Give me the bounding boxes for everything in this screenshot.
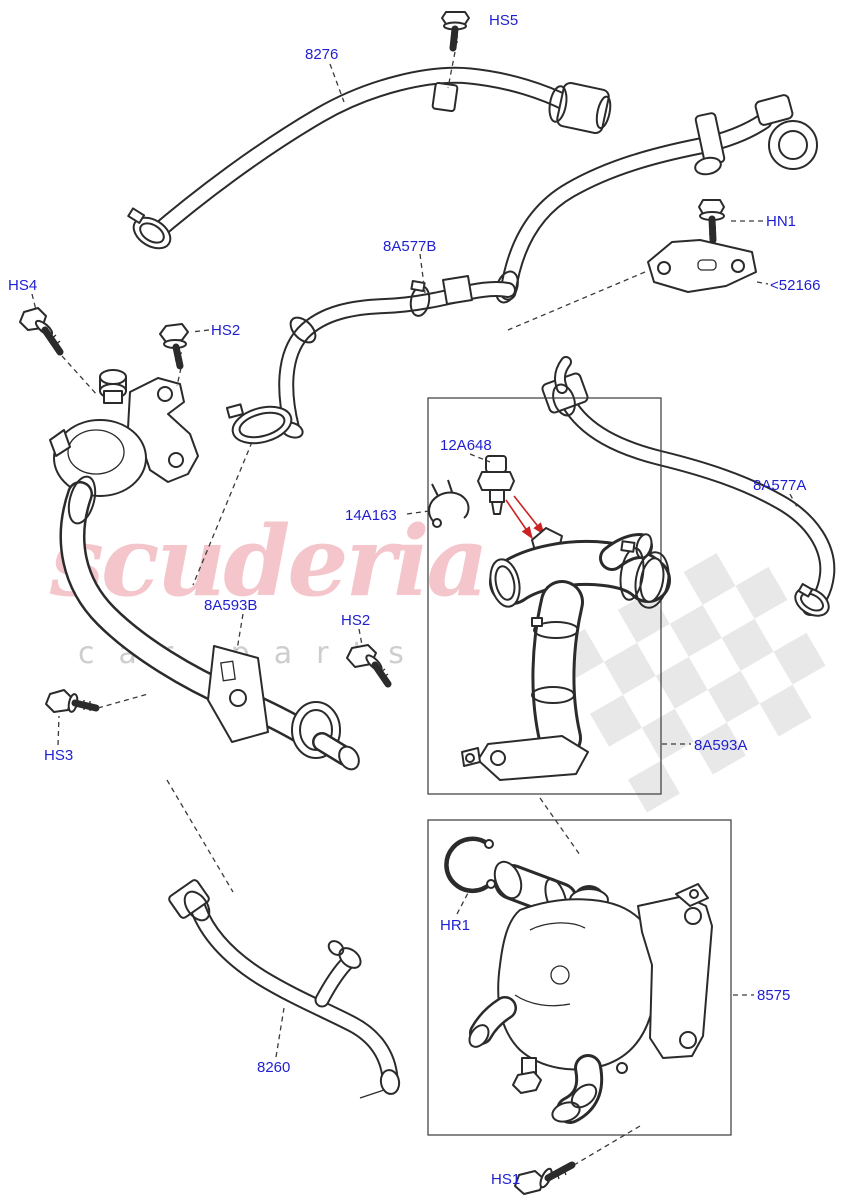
connector-pipe-8a593a-drawing — [461, 527, 691, 856]
bracket-52166-drawing — [507, 239, 769, 331]
part-label-hs5[interactable]: HS5 — [489, 12, 519, 29]
part-label-8575[interactable]: 8575 — [757, 987, 791, 1004]
leader-hs2-to-flange — [176, 367, 182, 387]
part-label-hs2-a[interactable]: HS2 — [211, 322, 241, 339]
hose-clamp-drawing — [192, 403, 293, 586]
part-label-hs3[interactable]: HS3 — [44, 747, 74, 764]
checkered-flag-watermark — [552, 553, 826, 813]
part-label-14a163[interactable]: 14A163 — [345, 507, 397, 524]
part-label-8260[interactable]: 8260 — [257, 1059, 291, 1076]
part-label-hn1[interactable]: HN1 — [766, 213, 797, 230]
bolt-hs4-drawing — [19, 293, 99, 397]
leader-hs5 — [447, 51, 456, 89]
coolant-hose-8260-drawing — [168, 879, 401, 1099]
part-label-hr1[interactable]: HR1 — [440, 917, 471, 934]
coolant-hose-8a577a-drawing — [541, 356, 836, 617]
leader-hs3-to-bracket — [97, 693, 149, 709]
part-label-hs2-b[interactable]: HS2 — [341, 612, 371, 629]
part-label-8a577a[interactable]: 8A577A — [753, 477, 807, 494]
part-label-hs4[interactable]: HS4 — [8, 277, 38, 294]
leader-8260 — [275, 1007, 285, 1058]
thermostat-housing-8575-drawing — [468, 860, 754, 1166]
leader-assembly-to-8260 — [166, 779, 234, 893]
coolant-hose-8a577b-drawing — [278, 253, 516, 439]
bolt-hs5-drawing — [441, 11, 470, 89]
leader-hs4 — [31, 293, 37, 311]
red-arrow — [505, 499, 533, 540]
leader-hs2-upper — [190, 329, 210, 333]
water-outlet-pipe-assembly-drawing — [49, 369, 360, 893]
leader-12a648 — [469, 453, 491, 463]
part-label-8a577b[interactable]: 8A577B — [383, 238, 437, 255]
leader-8a577a — [789, 493, 798, 508]
leader-hs2-center — [358, 628, 363, 646]
snap-ring-hr1-drawing — [444, 836, 496, 915]
leader-clamp — [192, 441, 253, 586]
leader-8276 — [329, 63, 345, 103]
part-label-8276[interactable]: 8276 — [305, 46, 339, 63]
part-label-8a593a[interactable]: 8A593A — [694, 737, 748, 754]
bolt-hs1-drawing — [514, 1161, 576, 1195]
leader-hr1 — [456, 892, 469, 915]
bolt-hs2-center-drawing — [346, 628, 392, 688]
part-label-hs1[interactable]: HS1 — [491, 1171, 521, 1188]
bolt-hs3-drawing — [45, 689, 149, 746]
red-arrow — [513, 495, 545, 536]
leader-8a577b — [419, 253, 426, 294]
leader-bracket-to-hose — [507, 271, 646, 331]
coolant-hose-upper-right-drawing — [495, 94, 818, 304]
bolt-hs2-upper-drawing — [159, 323, 210, 387]
leader-hs3 — [57, 715, 60, 746]
leader-52166 — [756, 281, 769, 285]
watermark-title: scuderia — [50, 505, 489, 618]
part-label-52166[interactable]: <52166 — [770, 277, 821, 294]
assembly-box-8575 — [427, 819, 732, 1136]
leader-hs4-to-body — [61, 355, 99, 397]
leader-pipe-to-thermostat — [539, 797, 581, 856]
bolt-hn1-drawing — [698, 199, 763, 244]
part-label-8a593b[interactable]: 8A593B — [204, 597, 258, 614]
coolant-hose-8276-drawing — [127, 63, 612, 250]
sensor-12a648-drawing — [469, 453, 545, 540]
leader-14a163 — [406, 510, 430, 515]
clip-14a163-drawing — [406, 479, 470, 528]
leader-8a593b — [236, 613, 244, 651]
leader-to-hs1 — [573, 1125, 641, 1166]
part-label-12a648[interactable]: 12A648 — [440, 437, 492, 454]
